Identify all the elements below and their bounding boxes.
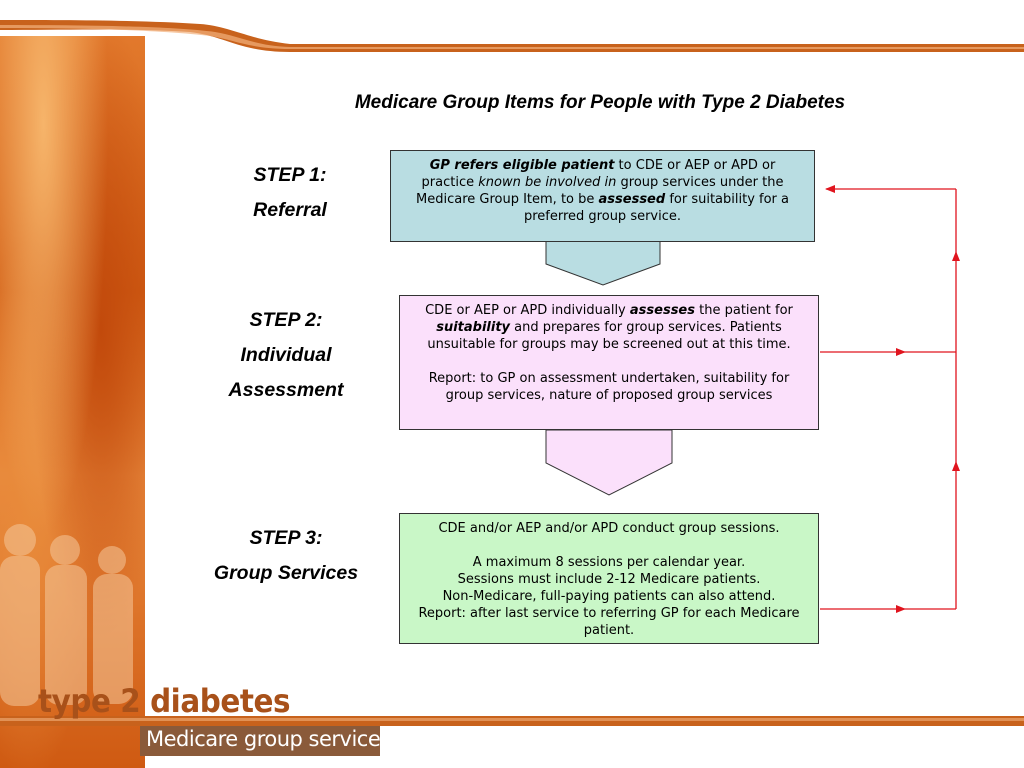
step-3-label: STEP 3: Group Services — [196, 521, 376, 591]
referral-box: GP refers eligible patient to CDE or AEP… — [390, 150, 815, 242]
referral-assessed-text: assessed — [598, 192, 666, 207]
step-3-number: STEP 3: — [249, 527, 323, 549]
step-2-number: STEP 2: — [249, 309, 323, 331]
top-swoosh-band — [0, 20, 1024, 52]
logo-title: type 2 diabetes — [38, 682, 291, 720]
step-1-number: STEP 1: — [253, 164, 327, 186]
assessment-text-2: the patient for — [695, 303, 793, 318]
assessment-text-1: CDE or AEP or APD individually — [425, 303, 630, 318]
assessment-box: CDE or AEP or APD individually assesses … — [399, 295, 819, 430]
step-2-label: STEP 2: Individual Assessment — [196, 303, 376, 408]
group-services-line-5: Report: after last service to referring … — [418, 606, 800, 638]
step-1-name: Referral — [253, 199, 327, 221]
referral-italic-text: known be involved in — [478, 175, 617, 190]
down-arrow-1 — [546, 242, 660, 285]
step-2-name-line2: Assessment — [228, 379, 344, 401]
logo-subtitle: Medicare group services — [146, 727, 391, 751]
assessment-bold-assesses: assesses — [629, 303, 695, 318]
assessment-text-3: and prepares for group services. Patient… — [427, 320, 791, 352]
step-1-label: STEP 1: Referral — [200, 158, 380, 228]
down-arrow-2 — [545, 429, 673, 496]
people-silhouettes — [0, 524, 133, 706]
step-2-name-line1: Individual — [240, 344, 332, 366]
step-3-name: Group Services — [213, 562, 359, 584]
group-services-line-1: CDE and/or AEP and/or APD conduct group … — [438, 521, 780, 536]
assessment-bold-suitability: suitability — [436, 320, 511, 335]
referral-bold-text: GP refers eligible patient — [429, 158, 615, 173]
referral-text-1: to CDE or AEP or APD or practice — [421, 158, 776, 190]
referral-text-2: group services under the Medicare Group … — [416, 175, 784, 207]
group-services-box: CDE and/or AEP and/or APD conduct group … — [399, 513, 819, 644]
bottom-band — [0, 716, 1024, 756]
page-title: Medicare Group Items for People with Typ… — [354, 92, 846, 113]
assessment-report: Report: to GP on assessment undertaken, … — [428, 371, 790, 403]
group-services-line-3: Sessions must include 2-12 Medicare pati… — [457, 572, 761, 587]
referral-text-3: for suitability for a preferred group se… — [523, 192, 789, 224]
group-services-line-4: Non-Medicare, full-paying patients can a… — [442, 589, 776, 604]
group-services-line-2: A maximum 8 sessions per calendar year. — [472, 555, 746, 570]
